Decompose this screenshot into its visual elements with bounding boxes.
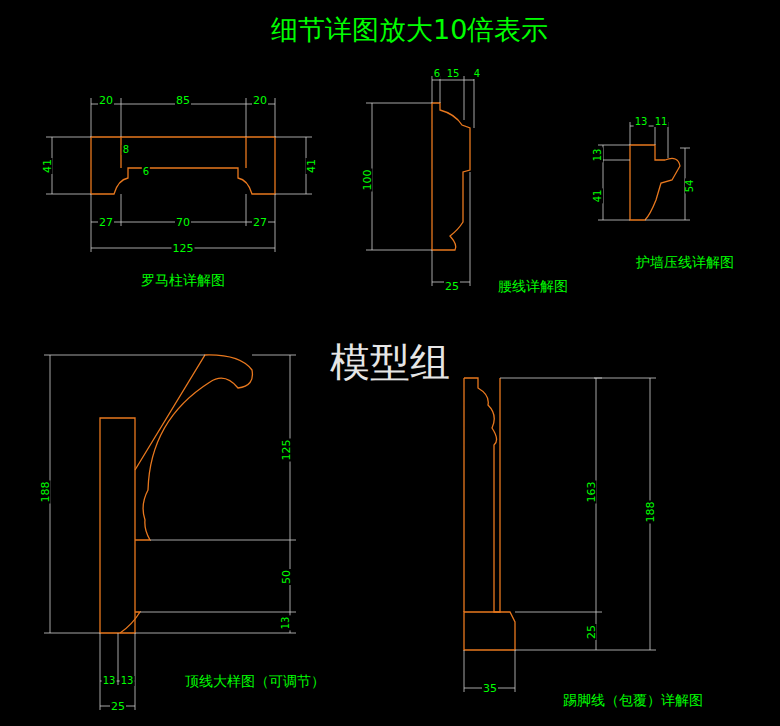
dimension-label: 41	[42, 158, 53, 174]
dimension-label: 13	[593, 148, 603, 163]
dimension-label: 4	[473, 69, 481, 79]
dimension-label: 85	[175, 95, 191, 106]
drawing-title: 细节详图放大10倍表示	[271, 16, 548, 43]
dimension-label: 13	[634, 117, 649, 127]
dimension-label: 6	[142, 167, 150, 177]
dimension-label: 15	[446, 69, 461, 79]
detail-caption: 腰线详解图	[497, 279, 569, 293]
dimension-label: 13	[120, 676, 135, 686]
dimension-label: 163	[586, 481, 597, 504]
dimension-label: 25	[444, 281, 460, 292]
dimension-label: 125	[281, 439, 292, 462]
detail-caption: 踢脚线（包覆）详解图	[562, 693, 704, 707]
dimension-label: 41	[593, 189, 603, 204]
dimension-label: 50	[281, 569, 292, 585]
dimension-label: 27	[98, 217, 114, 228]
dimension-label: 188	[40, 481, 51, 504]
dimension-label: 25	[110, 701, 126, 712]
dimension-label: 70	[175, 217, 191, 228]
detail-caption: 顶线大样图（可调节）	[184, 674, 326, 688]
dimension-label: 25	[586, 624, 597, 640]
detail-caption: 罗马柱详解图	[140, 273, 226, 287]
dimension-label: 125	[172, 243, 195, 254]
dimension-label: 35	[482, 683, 498, 694]
dimension-label: 6	[433, 69, 441, 79]
detail-caption: 护墙压线详解图	[635, 255, 735, 269]
dimension-label: 20	[252, 95, 268, 106]
dimension-label: 20	[98, 95, 114, 106]
dimension-label: 8	[122, 145, 130, 155]
dimension-label: 41	[306, 158, 317, 174]
dimension-label: 11	[654, 117, 669, 127]
dimension-label: 13	[281, 616, 291, 631]
dimension-label: 100	[362, 169, 373, 192]
dimension-label: 13	[102, 676, 117, 686]
dimension-label: 54	[685, 179, 695, 194]
dimension-label: 27	[252, 217, 268, 228]
watermark: 模型组	[329, 342, 451, 382]
dimension-label: 188	[645, 501, 656, 524]
